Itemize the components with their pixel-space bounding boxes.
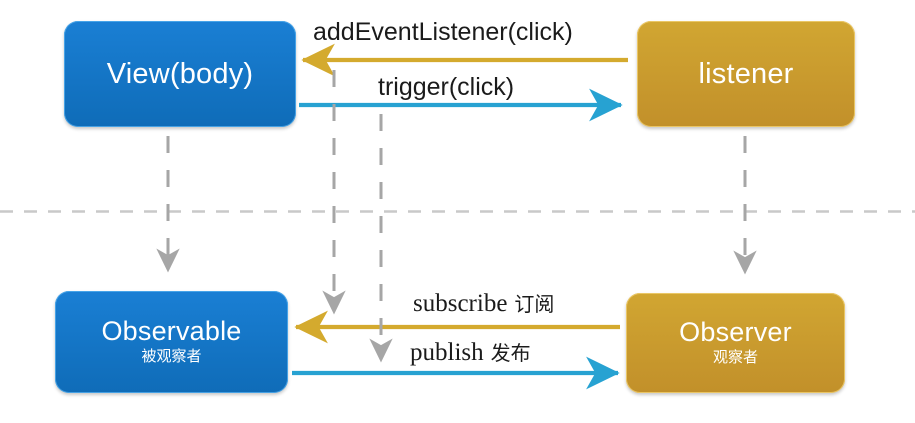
node-view-body[interactable]: View(body): [64, 21, 296, 127]
edge-label-add-event-listener: addEventListener(click): [313, 18, 573, 47]
edge-label-subscribe: subscribe 订阅: [413, 288, 554, 318]
node-listener-label: listener: [698, 57, 794, 90]
edge-label-add-event-listener-text: addEventListener(click): [313, 18, 573, 46]
node-observer[interactable]: Observer 观察者: [626, 293, 845, 393]
node-observer-sublabel: 观察者: [712, 349, 758, 367]
node-observer-label: Observer: [679, 316, 792, 347]
edge-label-publish-text: publish: [410, 339, 484, 366]
node-observable-label: Observable: [101, 315, 242, 346]
edge-label-subscribe-text: subscribe: [413, 290, 508, 317]
node-observable-sublabel: 被观察者: [141, 348, 202, 366]
edge-label-trigger-text: trigger(click): [378, 73, 515, 101]
edge-label-subscribe-cn: 订阅: [514, 294, 555, 316]
node-listener[interactable]: listener: [637, 21, 855, 127]
edge-label-publish-cn: 发布: [490, 343, 531, 365]
edge-label-publish: publish 发布: [410, 337, 531, 367]
node-observable[interactable]: Observable 被观察者: [55, 291, 288, 393]
node-view-body-label: View(body): [106, 57, 254, 90]
edge-label-trigger: trigger(click): [378, 73, 514, 102]
